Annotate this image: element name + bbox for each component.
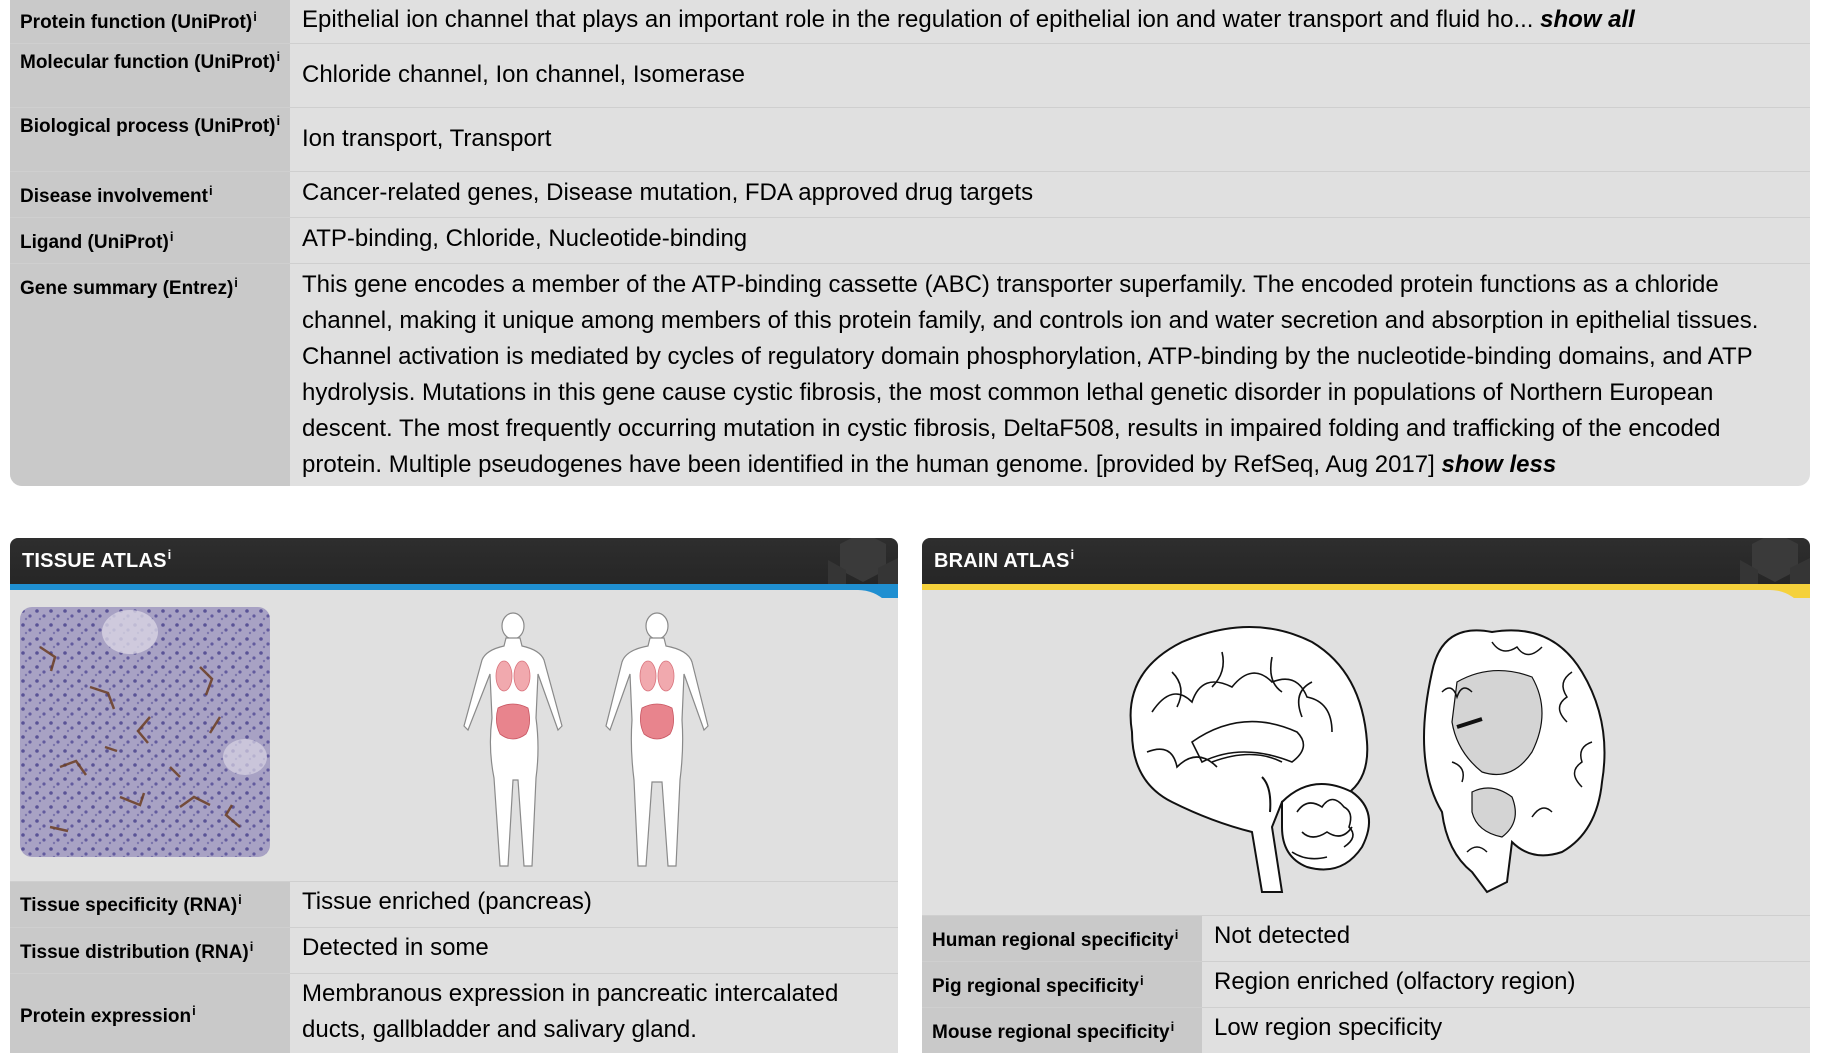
info-icon[interactable]: i — [276, 112, 281, 128]
panel-body: Tissue specificity (RNA)i Tissue enriche… — [10, 590, 898, 1053]
info-icon[interactable]: i — [1070, 547, 1075, 563]
info-icon[interactable]: i — [1139, 972, 1144, 988]
image-area — [10, 590, 898, 886]
show-all-link[interactable]: show all — [1540, 6, 1635, 33]
tissue-atlas-table: Tissue specificity (RNA)i Tissue enriche… — [10, 881, 898, 1053]
row-value: Detected in some — [302, 934, 489, 961]
table-row: Tissue specificity (RNA)i Tissue enriche… — [10, 881, 898, 928]
tissue-atlas-panel: TISSUE ATLASi — [10, 538, 898, 1053]
panel-header[interactable]: BRAIN ATLASi — [922, 538, 1810, 584]
info-icon[interactable]: i — [276, 48, 281, 64]
image-area — [922, 590, 1810, 920]
label-column — [10, 881, 290, 1053]
row-value: Low region specificity — [1214, 1014, 1443, 1041]
row-value: Membranous expression in pancreatic inte… — [302, 980, 839, 1043]
panel-body: Human regional specificityi Not detected… — [922, 590, 1810, 1053]
row-label: Gene summary (Entrez)i — [20, 274, 238, 299]
row-label: Protein expressioni — [20, 1002, 196, 1027]
info-icon[interactable]: i — [192, 1002, 196, 1018]
show-less-link[interactable]: show less — [1441, 451, 1557, 478]
row-label: Tissue distribution (RNA)i — [20, 938, 254, 963]
human-body-illustration[interactable] — [440, 608, 730, 878]
panel-title[interactable]: BRAIN ATLASi — [934, 547, 1075, 572]
ihc-tissue-image[interactable] — [20, 607, 270, 857]
row-value: Chloride channel, Ion channel, Isomerase — [302, 61, 745, 88]
info-icon[interactable]: i — [169, 228, 174, 244]
table-row: Ligand (UniProt)i ATP-binding, Chloride,… — [10, 217, 1810, 264]
row-value: Cancer-related genes, Disease mutation, … — [302, 179, 1034, 206]
info-icon[interactable]: i — [249, 938, 254, 954]
table-row: Mouse regional specificityi Low region s… — [922, 1007, 1810, 1053]
row-label: Tissue specificity (RNA)i — [20, 891, 242, 916]
hexagon-logo-icon — [1740, 538, 1810, 584]
brain-atlas-table: Human regional specificityi Not detected… — [922, 915, 1810, 1053]
row-value: Region enriched (olfactory region) — [1214, 968, 1576, 995]
row-label: Disease involvementi — [20, 182, 213, 207]
table-row: Protein expressioni Membranous expressio… — [10, 973, 898, 1053]
row-value: This gene encodes a member of the ATP-bi… — [302, 271, 1759, 478]
row-value: Ion transport, Transport — [302, 125, 552, 152]
table-row: Gene summary (Entrez)i This gene encodes… — [10, 263, 1810, 486]
table-row: Pig regional specificityi Region enriche… — [922, 961, 1810, 1008]
row-label: Pig regional specificityi — [932, 972, 1144, 997]
table-row: Tissue distribution (RNA)i Detected in s… — [10, 927, 898, 974]
row-value: Epithelial ion channel that plays an imp… — [302, 6, 1635, 33]
row-value: ATP-binding, Chloride, Nucleotide-bindin… — [302, 225, 748, 252]
info-icon[interactable]: i — [167, 547, 172, 563]
row-label: Molecular function (UniProt)i — [20, 48, 281, 73]
info-icon[interactable]: i — [1174, 926, 1179, 942]
row-label: Ligand (UniProt)i — [20, 228, 174, 253]
row-label: Biological process (UniProt)i — [20, 112, 281, 137]
table-row: Human regional specificityi Not detected — [922, 915, 1810, 962]
label-column — [10, 0, 290, 486]
hexagon-logo-icon — [828, 538, 898, 584]
info-icon[interactable]: i — [253, 8, 257, 24]
panel-header[interactable]: TISSUE ATLASi — [10, 538, 898, 584]
table-row: Biological process (UniProt)i Ion transp… — [10, 107, 1810, 172]
brain-atlas-panel: BRAIN ATLASi — [922, 538, 1810, 1053]
row-value: Tissue enriched (pancreas) — [302, 888, 592, 915]
label-column — [922, 915, 1202, 1053]
info-icon[interactable]: i — [234, 274, 238, 290]
table-row: Molecular function (UniProt)i Chloride c… — [10, 43, 1810, 108]
info-icon[interactable]: i — [238, 891, 242, 907]
brain-illustration[interactable] — [1112, 612, 1632, 902]
row-value: Not detected — [1214, 922, 1351, 949]
row-label: Protein function (UniProt)i — [20, 8, 257, 33]
table-row: Disease involvementi Cancer-related gene… — [10, 171, 1810, 218]
gene-info-table: Protein function (UniProt)i Epithelial i… — [10, 0, 1810, 486]
table-row: Protein function (UniProt)i Epithelial i… — [10, 0, 1810, 44]
row-label: Human regional specificityi — [932, 926, 1179, 951]
panel-title[interactable]: TISSUE ATLASi — [22, 547, 172, 572]
info-icon[interactable]: i — [208, 182, 213, 198]
row-label: Mouse regional specificityi — [932, 1018, 1175, 1043]
info-icon[interactable]: i — [1170, 1018, 1175, 1034]
